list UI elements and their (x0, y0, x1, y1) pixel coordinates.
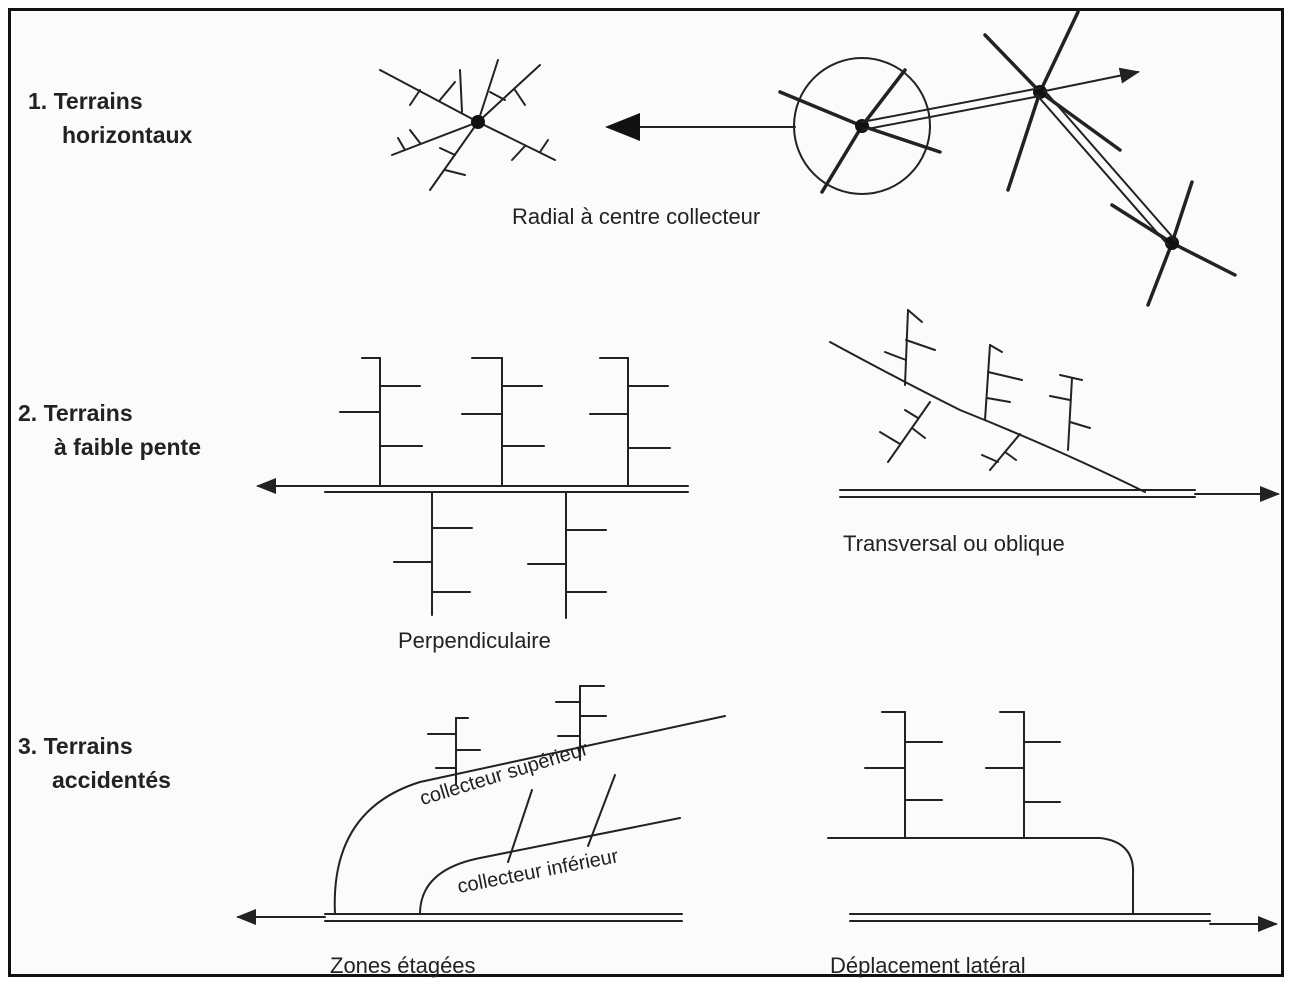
section-2-number: 2. (18, 400, 38, 426)
lateral-shift-pattern (827, 711, 1278, 932)
section-3-line-1: Terrains (43, 733, 133, 759)
radial-center-node (471, 115, 485, 129)
section-1-line-1: Terrains (53, 88, 143, 114)
caption-perpendicular: Perpendiculaire (398, 628, 551, 653)
lateral-collector-line (827, 837, 1135, 915)
upper-collector-line (333, 715, 726, 915)
transversal-pattern (829, 309, 1280, 502)
caption-radial: Radial à centre collecteur (512, 204, 761, 229)
terraced-pattern (236, 685, 726, 925)
section-1-line-2: horizontaux (62, 122, 193, 148)
arrow-left-large (605, 113, 640, 141)
section-2-line-1: Terrains (43, 400, 133, 426)
radial-star (379, 59, 556, 191)
section-2-label: 2. Terrains à faible pente (18, 396, 201, 464)
lower-collector-line (419, 817, 681, 915)
caption-lateral: Déplacement latéral (830, 953, 1026, 978)
section-1-label: 1. Terrains horizontaux (28, 84, 192, 152)
section-3-number: 3. (18, 733, 38, 759)
section-3-line-2: accidentés (52, 767, 171, 793)
radial-pattern (379, 10, 1237, 307)
perpendicular-pattern (256, 357, 689, 619)
section-1-number: 1. (28, 88, 48, 114)
caption-transversal: Transversal ou oblique (843, 531, 1065, 556)
zoom-circle (793, 57, 931, 195)
section-3-label: 3. Terrains accidentés (18, 729, 171, 797)
caption-zones: Zones étagées (330, 953, 476, 978)
section-2-line-2: à faible pente (54, 434, 201, 460)
